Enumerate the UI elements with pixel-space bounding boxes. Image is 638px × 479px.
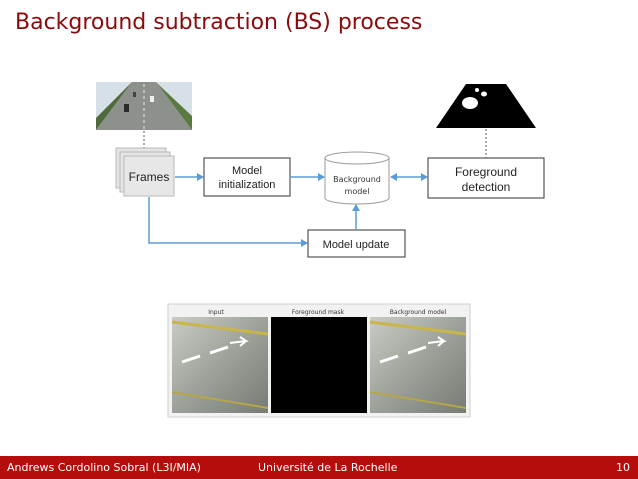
footer-institution: Université de La Rochelle [258,461,398,474]
road-frame-thumbnail [96,82,192,130]
title-bar: Background subtraction (BS) process [0,0,638,44]
foreground-detection-box: Foreground detection [427,157,545,199]
panel-input-title: Input [208,309,224,316]
diagram: Frames Model initialization Background m… [96,82,545,418]
footer-author: Andrews Cordolino Sobral (L3I/MIA) [7,461,201,474]
footer-page-number: 10 [616,461,630,474]
bg-model-panel-image [369,317,467,413]
result-panels: Input Foreground mask Background model [167,303,471,418]
frames-box: Frames [115,147,175,197]
model-init-line1: Model [232,165,262,177]
footer-bar: Andrews Cordolino Sobral (L3I/MIA) Unive… [0,456,638,479]
frames-label: Frames [129,170,170,184]
panel-fgmask-title: Foreground mask [292,309,345,316]
foreground-mask-thumbnail [436,84,536,128]
model-update-box: Model update [307,229,406,258]
panel-bgmodel-title: Background model [390,309,447,316]
bg-model-line1: Background [333,175,381,184]
slide-title: Background subtraction (BS) process [15,10,423,35]
fg-mask-panel-image [271,317,367,413]
model-initialization-box: Model initialization [203,157,291,197]
background-model-cylinder: Background model [324,151,390,205]
model-update-label: Model update [323,239,390,251]
bg-model-line2: model [345,187,370,196]
fg-detection-line2: detection [462,180,511,194]
input-panel-image [171,317,269,413]
arrow-frames-to-update [148,197,308,247]
fg-detection-line1: Foreground [455,165,517,179]
model-init-line2: initialization [219,179,276,191]
